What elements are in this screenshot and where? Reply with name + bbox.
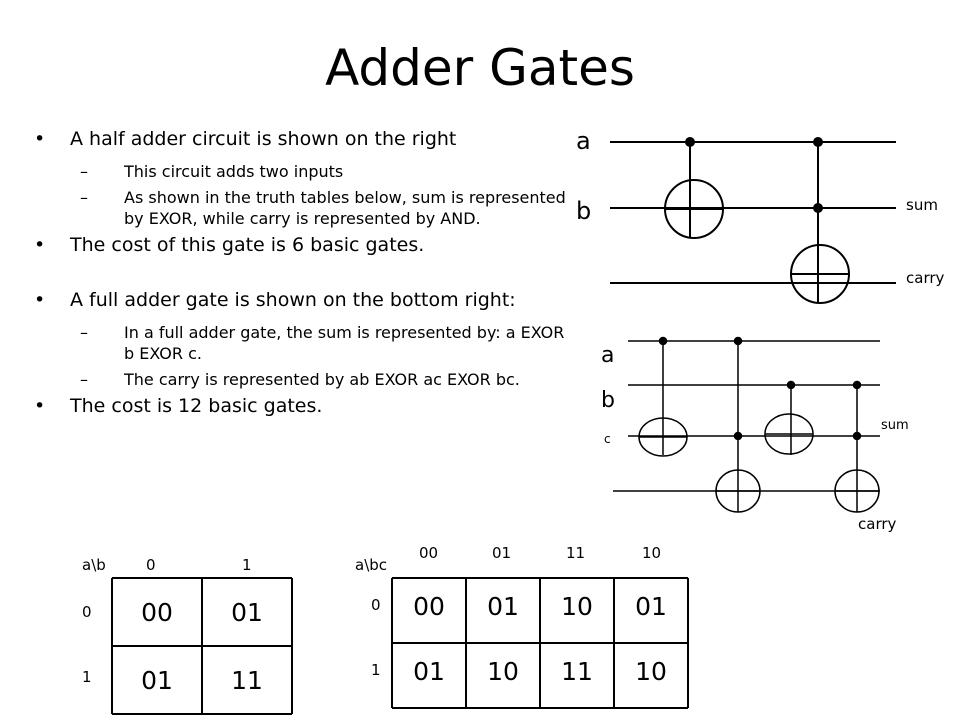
table2-cell: 01 [487,592,519,621]
full-adder-control-dot-2 [733,336,743,346]
table2-cell: 01 [413,657,445,686]
bullet-full-adder-cost: The cost is 12 basic gates. [34,395,574,418]
table1-cell: 01 [231,598,263,627]
table1-row-header: 0 [82,603,92,621]
full-adder-circuit [613,336,880,513]
sub-bullet-adds-inputs: This circuit adds two inputs [80,161,574,182]
full-adder-control-dot-1 [658,336,668,346]
table1-corner-label: a\b [82,556,106,574]
table1-col-header: 0 [146,556,156,574]
full-adder-control-dot-3 [733,431,743,441]
bullet-full-adder: A full adder gate is shown on the bottom… [34,289,574,312]
sub-bullet-truth-tables: As shown in the truth tables below, sum … [80,187,574,229]
truth-table-full-adder: a\bc 00 01 11 10 0 1 00 01 10 01 01 10 1… [355,544,689,709]
sub-bullet-full-carry: The carry is represented by ab EXOR ac E… [80,369,574,390]
table2-cell: 10 [561,592,593,621]
table2-col-header: 01 [492,544,511,562]
table2-cell: 11 [561,657,593,686]
full-adder-label-a: a [601,343,614,368]
full-adder-label-sum: sum [881,418,909,433]
table2-col-header: 11 [566,544,585,562]
table1-cell: 00 [141,598,173,627]
half-adder-circuit [610,137,896,304]
half-adder-label-sum: sum [906,196,938,214]
table2-cell: 01 [635,592,667,621]
table2-col-header: 10 [642,544,661,562]
table1-cell: 01 [141,666,173,695]
table2-corner-label: a\bc [355,556,387,574]
full-adder-control-dot-5 [852,380,862,390]
half-adder-control-dot-1 [685,137,695,147]
half-adder-label-b: b [576,197,591,225]
table2-row-header: 1 [371,661,381,679]
table2-col-header: 00 [419,544,438,562]
bullet-list: A half adder circuit is shown on the rig… [34,128,574,428]
full-adder-control-dot-6 [852,431,862,441]
table2-cell: 00 [413,592,445,621]
table2-row-header: 0 [371,596,381,614]
full-adder-label-b: b [601,388,615,413]
table2-cell: 10 [487,657,519,686]
bullet-half-adder-cost: The cost of this gate is 6 basic gates. [34,234,574,257]
full-adder-label-c: c [604,432,611,446]
bullet-half-adder: A half adder circuit is shown on the rig… [34,128,574,151]
table1-row-header: 1 [82,668,92,686]
table2-cell: 10 [635,657,667,686]
table1-cell: 11 [231,666,263,695]
sub-bullet-full-sum: In a full adder gate, the sum is represe… [80,322,574,364]
full-adder-control-dot-4 [786,380,796,390]
half-adder-label-a: a [576,127,591,155]
table1-col-header: 1 [242,556,252,574]
full-adder-label-carry: carry [858,515,897,533]
half-adder-label-carry: carry [906,269,945,287]
truth-table-half-adder: a\b 0 1 0 1 00 01 01 11 [82,556,293,715]
slide-title: Adder Gates [325,39,635,97]
half-adder-control-dot-3 [813,203,823,213]
half-adder-control-dot-2 [813,137,823,147]
